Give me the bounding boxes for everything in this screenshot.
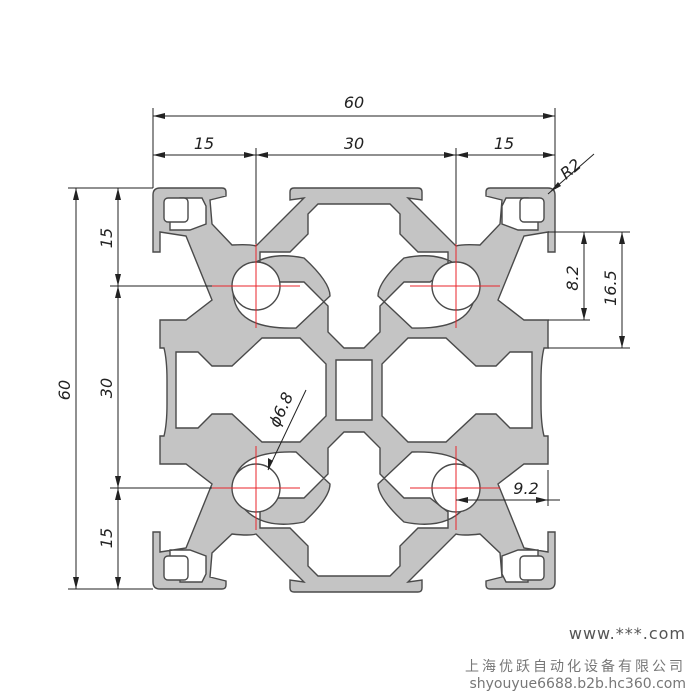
dim-overall-height: 60 [55,380,74,400]
dim-slot-depth: 8.2 [563,265,582,290]
dim-hole-diameter: ϕ6.8 [265,389,297,430]
dim-right-offset: 15 [494,134,514,153]
dim-top-offset: 15 [97,228,116,248]
dim-corner-radius: R2 [556,155,585,183]
watermark-company: 上海优跃自动化设备有限公司 [465,659,686,675]
corner-pocket-tl [163,197,189,223]
dim-center-span: 30 [344,134,364,153]
center-lines [212,244,500,530]
corner-pocket-tr [519,197,545,223]
dimension-lines [68,108,630,590]
dim-left-offset: 15 [194,134,214,153]
watermark-site: www.***.com [568,624,686,643]
dim-hole-offset: 9.2 [513,479,538,498]
watermark-url: shyouyue6688.b2b.hc360.com [469,676,686,692]
dim-middle-span: 30 [97,378,116,398]
profile-cross-section [152,187,556,593]
corner-pocket-br [519,555,545,581]
dim-slot-outer: 16.5 [601,270,620,306]
dim-overall-width: 60 [344,93,364,112]
dim-bottom-offset: 15 [97,528,116,548]
corner-pocket-bl [163,555,189,581]
